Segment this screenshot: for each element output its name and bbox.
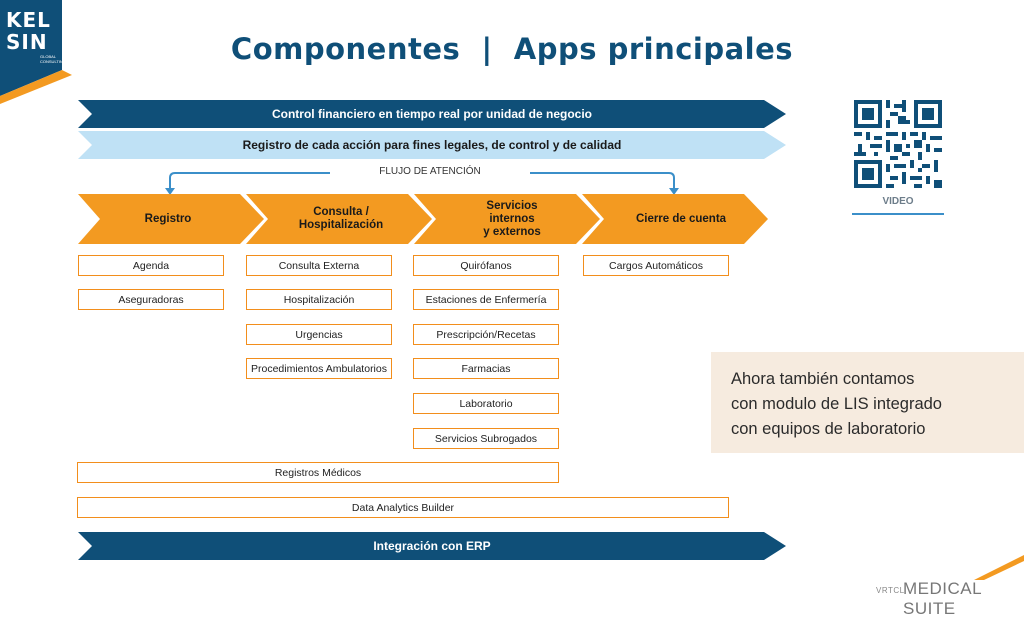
module-consulta-externa: Consulta Externa	[246, 255, 392, 276]
lis-note: Ahora también contamos con modulo de LIS…	[711, 352, 1024, 453]
logo-line-2: SIN	[6, 30, 48, 54]
note-line: con modulo de LIS integrado	[731, 395, 942, 413]
stage-label: Registro	[144, 212, 192, 225]
module-laboratorio: Laboratorio	[413, 393, 559, 414]
module-prescripcion: Prescripción/Recetas	[413, 324, 559, 345]
module-enfermeria: Estaciones de Enfermería	[413, 289, 559, 310]
logo-tagline: GLOBAL CONSULTING	[40, 54, 66, 64]
brand-prefix: VRTCL	[876, 586, 905, 595]
qr-caption: VIDEO	[882, 196, 914, 207]
qr-underline	[852, 213, 944, 215]
module-farmacias: Farmacias	[413, 358, 559, 379]
brand-name: MEDICAL SUITE	[903, 579, 982, 618]
module-hospitalizacion: Hospitalización	[246, 289, 392, 310]
banner-financial-control: Control financiero en tiempo real por un…	[78, 100, 786, 128]
note-line: con equipos de laboratorio	[731, 420, 926, 438]
banner-arrow-shape	[78, 100, 786, 128]
stage-cierre: Cierre de cuenta	[582, 194, 768, 244]
footer-accent	[974, 555, 1024, 580]
banner-erp: Integración con ERP	[78, 532, 786, 560]
module-subrogados: Servicios Subrogados	[413, 428, 559, 449]
module-cargos: Cargos Automáticos	[583, 255, 729, 276]
page-title: Componentes | Apps principales	[230, 32, 794, 66]
module-data-analytics: Data Analytics Builder	[77, 497, 729, 518]
company-logo: KEL SIN GLOBAL CONSULTING	[0, 0, 72, 104]
banner-arrow-shape	[78, 131, 786, 159]
note-line: Ahora también contamos	[731, 370, 915, 388]
module-quirofanos: Quirófanos	[413, 255, 559, 276]
logo-line-1: KEL	[6, 8, 51, 32]
banner-label: Control financiero en tiempo real por un…	[271, 107, 593, 121]
module-procedimientos: Procedimientos Ambulatorios	[246, 358, 392, 379]
stage-registro: Registro	[78, 194, 264, 244]
stage-label: Servicios internos y externos	[483, 199, 541, 238]
stage-servicios: Servicios internos y externos	[414, 194, 600, 244]
banner-label: Registro de cada acción para fines legal…	[242, 138, 622, 152]
stage-consulta: Consulta / Hospitalización	[246, 194, 432, 244]
banner-label: Integración con ERP	[373, 539, 491, 553]
stage-label: Consulta / Hospitalización	[298, 206, 384, 231]
stage-label: Cierre de cuenta	[635, 212, 727, 225]
module-agenda: Agenda	[78, 255, 224, 276]
banner-arrow-shape	[78, 532, 786, 560]
qr-code-icon[interactable]	[854, 100, 942, 188]
module-registros-medicos: Registros Médicos	[77, 462, 559, 483]
module-aseguradoras: Aseguradoras	[78, 289, 224, 310]
banner-audit-log: Registro de cada acción para fines legal…	[78, 131, 786, 159]
module-urgencias: Urgencias	[246, 324, 392, 345]
flow-label: FLUJO DE ATENCIÓN	[330, 166, 530, 177]
